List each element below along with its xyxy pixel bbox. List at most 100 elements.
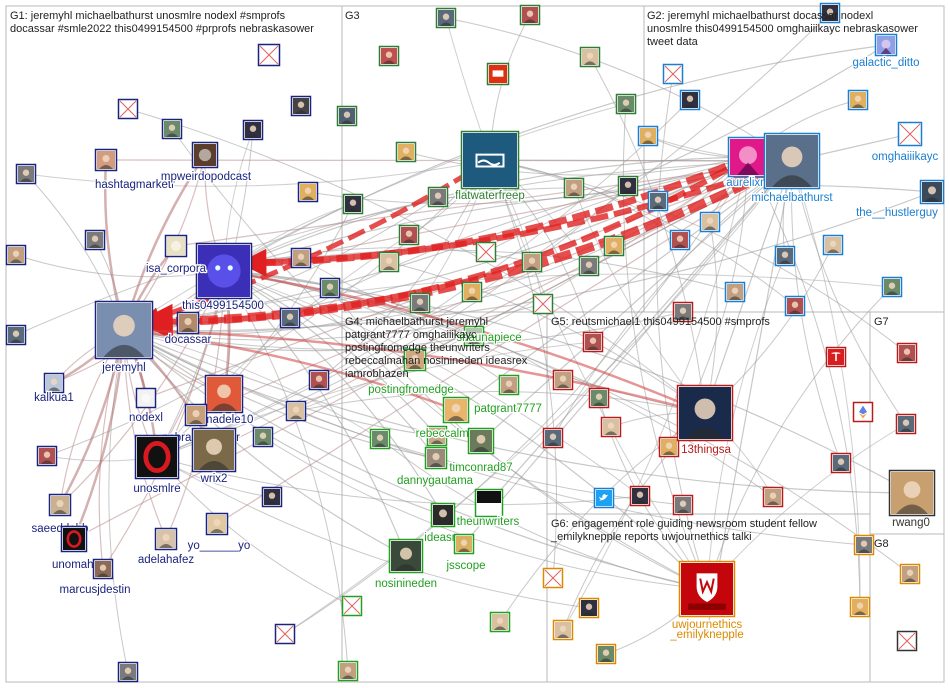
node-omghaiiikayc[interactable]: omghaiiikayc [872, 123, 939, 164]
profile-photo-icon [411, 294, 430, 313]
profile-photo-icon [765, 134, 820, 189]
twitter-logo-icon [595, 489, 614, 508]
profile-photo-icon [890, 471, 935, 516]
logo-icon [166, 236, 187, 257]
silhouette-logo-icon [476, 490, 503, 517]
profile-photo-icon [292, 249, 311, 268]
profile-photo-icon [832, 454, 851, 473]
node-label: 13thingsa [681, 444, 731, 456]
profile-photo-icon [244, 121, 263, 140]
edge [707, 424, 906, 589]
profile-photo-icon [581, 48, 600, 67]
node-the--hustlerguy[interactable]: the__hustlerguy [856, 181, 943, 220]
profile-photo-icon [597, 645, 616, 664]
profile-photo-icon [444, 398, 469, 423]
group-title-g8: G8 [874, 538, 889, 550]
profile-photo-icon [193, 429, 236, 472]
node--emilyknepple[interactable]: _emilyknepple [669, 629, 744, 641]
node-label: adelahafez [138, 554, 195, 566]
uno-logo-icon [62, 527, 87, 552]
missing-image-icon [664, 65, 683, 84]
group-title-line: G4: michaelbathurst jeremyhl [345, 316, 488, 328]
profile-photo-icon [287, 402, 306, 421]
profile-photo-icon [50, 495, 71, 516]
node-label: _emilyknepple [669, 629, 744, 641]
node-kalkua1[interactable]: kalkua1 [34, 374, 74, 405]
profile-photo-icon [429, 188, 448, 207]
profile-photo-icon [851, 598, 870, 617]
profile-photo-icon [554, 371, 573, 390]
node-mpweirdopodcast[interactable]: mpweirdopodcast [161, 143, 252, 184]
node-label: aurelixm [726, 177, 769, 189]
profile-photo-icon [400, 226, 419, 245]
node-uwjournethics[interactable]: uwjournethics [672, 562, 743, 632]
ethereum-logo-icon [854, 403, 873, 422]
node-rwang0[interactable]: rwang0 [890, 471, 935, 530]
profile-photo-icon [674, 496, 693, 515]
node-label: wrix2 [200, 473, 228, 485]
node-label: rwang0 [892, 517, 930, 529]
profile-photo-icon [94, 560, 113, 579]
node-label: kalkua1 [34, 392, 74, 404]
group-title-line: G5: reutsmichael1 this0499154500 #smprof… [551, 316, 770, 328]
group-title-line: G8 [874, 538, 889, 550]
node-jeremyhl[interactable]: jeremyhl [96, 302, 153, 375]
profile-photo-icon [639, 127, 658, 146]
node-label: marcusjdestin [60, 584, 131, 596]
profile-photo-icon [432, 504, 455, 527]
group-title-g5: G5: reutsmichael1 this0499154500 #smprof… [551, 316, 770, 328]
group-box-g8 [870, 534, 944, 682]
tesla-logo-icon [827, 348, 846, 367]
profile-photo-icon [898, 344, 917, 363]
profile-photo-icon [921, 181, 944, 204]
group-title-line: patgrant7777 omghaiiikayc [345, 329, 477, 341]
profile-photo-icon [619, 177, 638, 196]
profile-photo-icon [824, 236, 843, 255]
profile-photo-icon [338, 107, 357, 126]
profile-photo-icon [119, 663, 138, 682]
node-adelahafez[interactable]: adelahafez [138, 529, 195, 567]
node-wrix2[interactable]: wrix2 [193, 429, 236, 486]
nodexl-logo-icon [137, 389, 156, 408]
profile-photo-icon [339, 662, 358, 681]
profile-photo-icon [254, 428, 273, 447]
profile-photo-icon [426, 448, 447, 469]
profile-photo-icon [855, 536, 874, 555]
node-unosmlre[interactable]: unosmlre [133, 436, 180, 496]
profile-photo-icon [321, 279, 340, 298]
uno-logo-icon [136, 436, 179, 479]
profile-photo-icon [371, 430, 390, 449]
node-label: galactic_ditto [852, 57, 919, 69]
node-label: yo______yo [188, 540, 251, 552]
missing-image-icon [259, 45, 280, 66]
art-avatar-icon [729, 138, 768, 177]
node-label: unosmlre [133, 483, 180, 495]
group-title-g7: G7 [874, 316, 889, 328]
flatwater-logo-icon [462, 132, 519, 189]
group-title-line: unosmlre this0499154500 omghaiiikayc neb… [647, 23, 918, 35]
profile-photo-icon [521, 6, 540, 25]
profile-photo-icon [897, 415, 916, 434]
missing-image-icon [119, 100, 138, 119]
node-aurelixm[interactable]: aurelixm [726, 138, 769, 190]
group-title-g1: G1: jeremyhl michaelbathurst unosmlre no… [10, 10, 314, 35]
profile-photo-icon [544, 429, 563, 448]
node-patgrant7777[interactable]: patgrant7777 [444, 398, 542, 423]
profile-photo-icon [397, 143, 416, 162]
profile-photo-icon [726, 283, 745, 302]
profile-photo-icon [671, 231, 690, 250]
missing-image-icon [276, 625, 295, 644]
node-galactic-ditto[interactable]: galactic_ditto [852, 35, 919, 70]
node-this0499154500[interactable]: this0499154500 [182, 244, 264, 313]
node-label: this0499154500 [182, 300, 264, 312]
edge [406, 152, 748, 175]
profile-photo-icon [96, 150, 117, 171]
node-label: patgrant7777 [474, 403, 542, 415]
node-flatwaterfreep[interactable]: flatwaterfreep [455, 132, 525, 203]
node-theunwriters[interactable]: theunwriters [457, 490, 520, 529]
node-13thingsa[interactable]: 13thingsa [678, 386, 733, 457]
profile-photo-icon [207, 514, 228, 535]
group-title-line: G3 [345, 10, 360, 22]
node-yo-yo[interactable]: yo______yo [188, 514, 251, 553]
group-title-line: G6: engagement role guiding newsroom stu… [551, 518, 817, 530]
